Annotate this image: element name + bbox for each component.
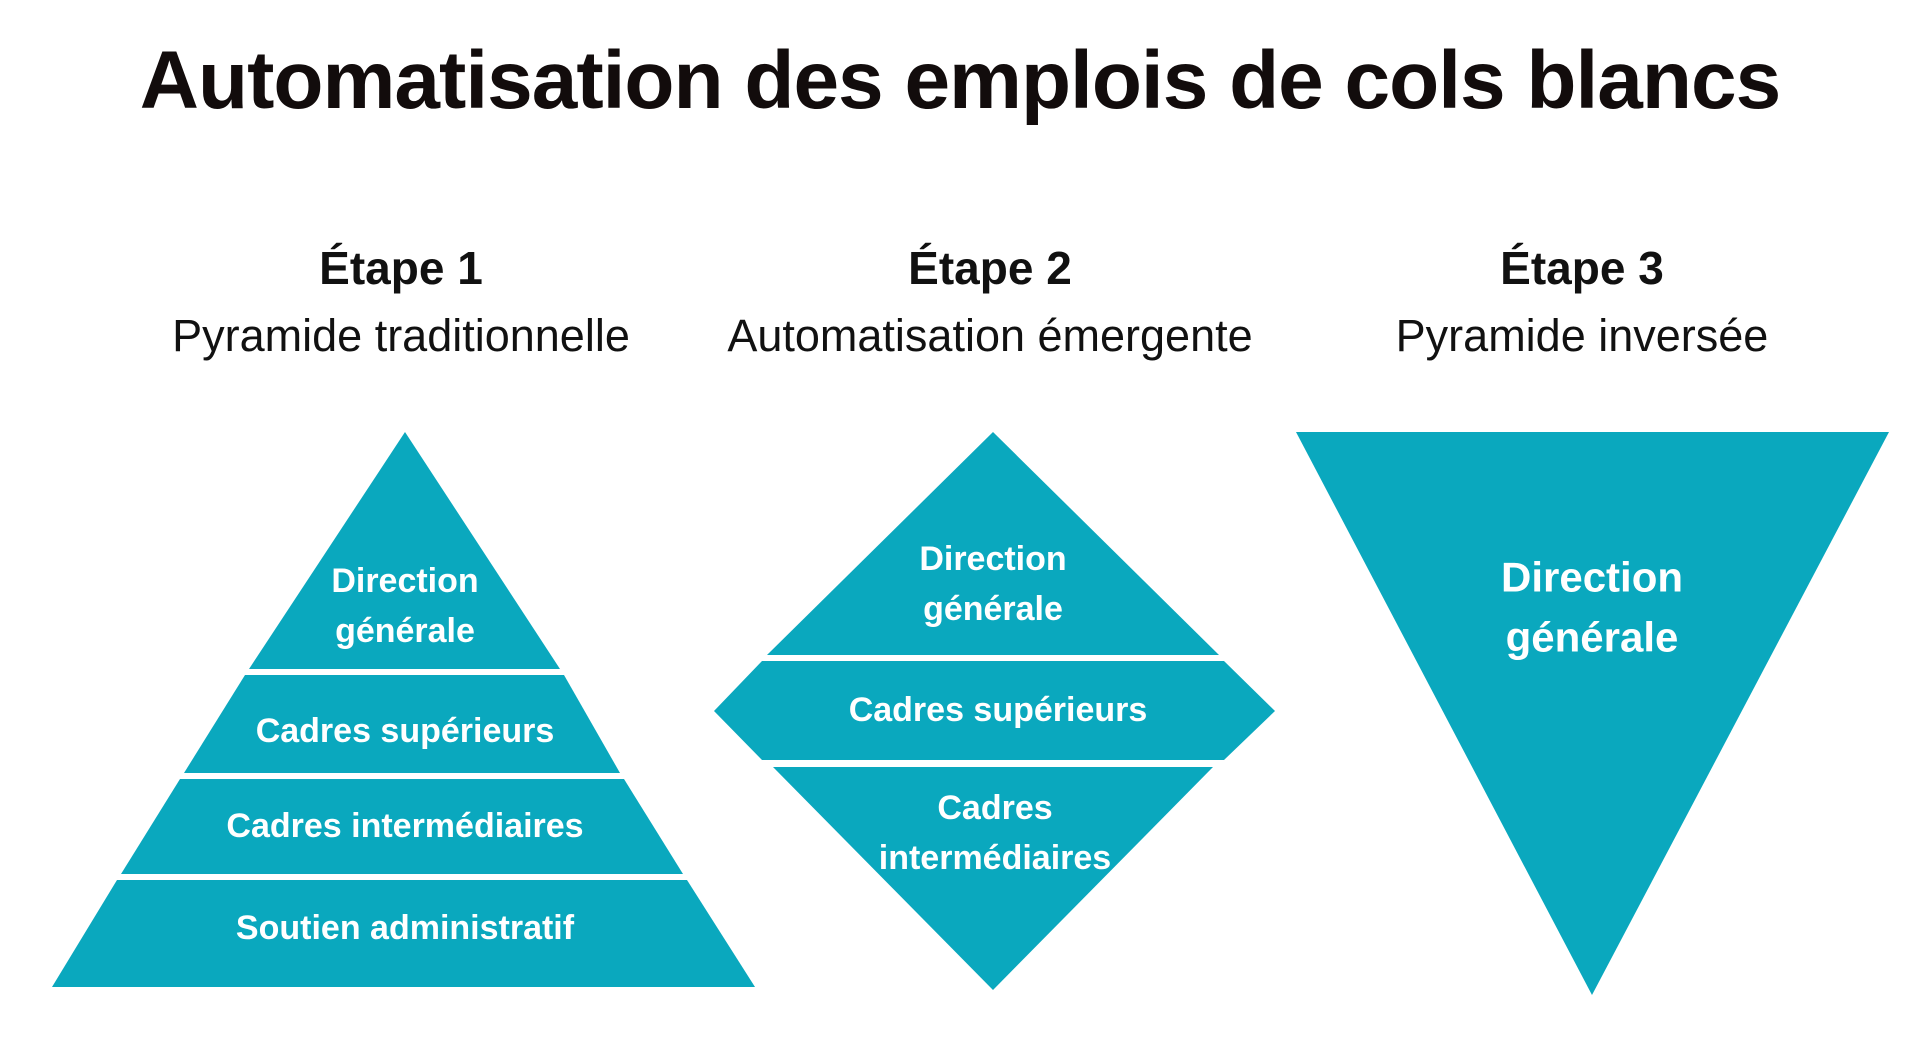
stage-2-level-3-band	[773, 767, 1213, 990]
stage-2-level-3-line-2: intermédiaires	[879, 839, 1111, 877]
stage-1-pyramid: Direction générale Cadres supérieurs Cad…	[52, 432, 755, 987]
stage-3-header: Étape 3 Pyramide inversée	[1272, 245, 1892, 358]
stage-1-level-3-label: Cadres intermédiaires	[226, 807, 583, 845]
stage-1-level-1-line-1: Direction	[331, 562, 478, 600]
stage-2-name: Étape 2	[908, 242, 1072, 294]
stage-1-level-2-band	[184, 675, 620, 773]
stage-2-level-2-label: Cadres supérieurs	[849, 691, 1148, 729]
stage-3-subtitle: Pyramide inversée	[1395, 310, 1769, 361]
stage-1-header: Étape 1 Pyramide traditionnelle	[91, 245, 711, 358]
stage-3-name: Étape 3	[1500, 242, 1664, 294]
page-title: Automatisation des emplois de cols blanc…	[139, 35, 1781, 126]
stage-2-subtitle: Automatisation émergente	[727, 310, 1253, 361]
stage-2-header: Étape 2 Automatisation émergente	[680, 245, 1300, 358]
stage-1-level-1-band	[249, 432, 560, 669]
stage-1-level-1-line-2: générale	[335, 612, 475, 650]
stage-1-level-2-label: Cadres supérieurs	[256, 712, 555, 750]
stage-3-level-1-line-1: Direction	[1501, 554, 1683, 601]
stage-3-level-1-line-2: générale	[1506, 614, 1679, 661]
stage-2-diamond: Direction générale Cadres supérieurs Cad…	[714, 432, 1275, 990]
stage-2-level-1-band	[767, 432, 1219, 655]
stage-2-level-2-band	[714, 661, 1275, 760]
stage-2-level-1-line-1: Direction	[919, 540, 1066, 578]
stage-1-subtitle: Pyramide traditionnelle	[172, 310, 630, 361]
stage-3-inverted-pyramid: Direction générale	[1296, 432, 1889, 995]
stage-2-level-3-line-1: Cadres	[937, 789, 1052, 827]
stage-1-level-3-band	[121, 779, 683, 874]
stage-1-name: Étape 1	[319, 242, 483, 294]
stage-1-level-4-label: Soutien administratif	[236, 909, 575, 947]
stage-1-level-4-band	[52, 880, 755, 987]
stage-2-level-1-line-2: générale	[923, 590, 1063, 628]
stage-3-level-1-band	[1296, 432, 1889, 995]
